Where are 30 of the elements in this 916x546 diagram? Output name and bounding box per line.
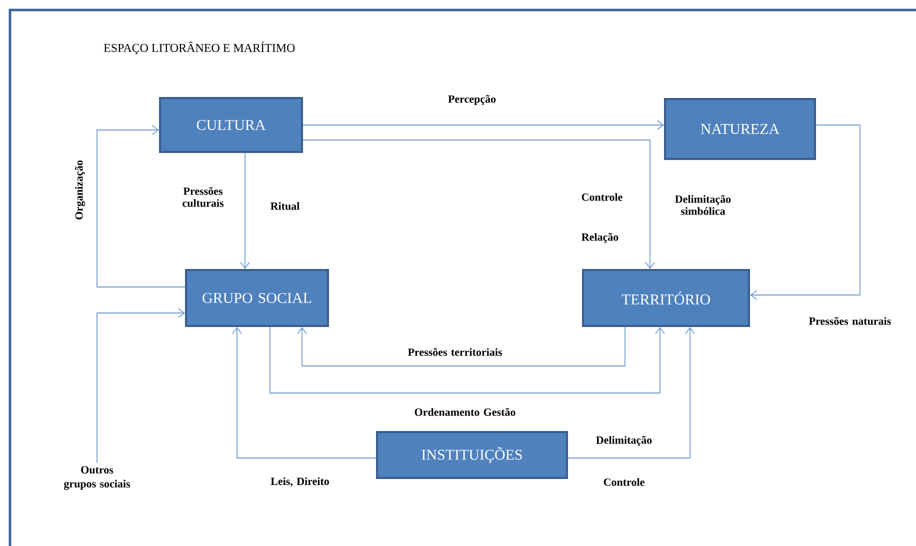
edge-label: Leis, Direito [270,477,329,487]
concept-box: GRUPO SOCIAL [185,269,329,327]
arrow [302,140,655,269]
node-text: Outros grupos sociais [64,466,130,490]
annotation-label: Delimitação simbólica [675,195,731,215]
edge-label: Ordenamento Gestão [414,408,516,416]
arrow [96,125,186,288]
edge-label: Controle [582,193,622,201]
arrow [270,326,665,394]
edge-label: Pressões culturais [182,187,224,207]
edge-label: Percepção [448,95,496,105]
edge-label: Organização [74,160,86,220]
annotation-label: Controle [604,478,644,486]
concept-box: NATUREZA [664,98,816,160]
annotation-label: Relação [582,233,618,243]
edge-label: Pressões naturais [809,317,891,325]
edge-label: Delimitação [596,436,652,446]
arrow [232,327,376,458]
annotation-label: Ritual [270,202,300,210]
concept-box: CULTURA [159,97,303,153]
arrow [96,308,185,464]
arrow [297,326,626,366]
arrow [750,124,860,300]
title: ESPAÇO LITORÂNEO E MARÍTIMO [104,42,295,54]
concept-box: INSTITUIÇÕES [376,431,568,479]
concept-box: TERRITÓRIO [582,269,750,327]
arrow [240,152,250,269]
edge-label: Pressões territoriais [408,348,502,356]
arrow [302,120,664,130]
arrow [568,327,695,458]
